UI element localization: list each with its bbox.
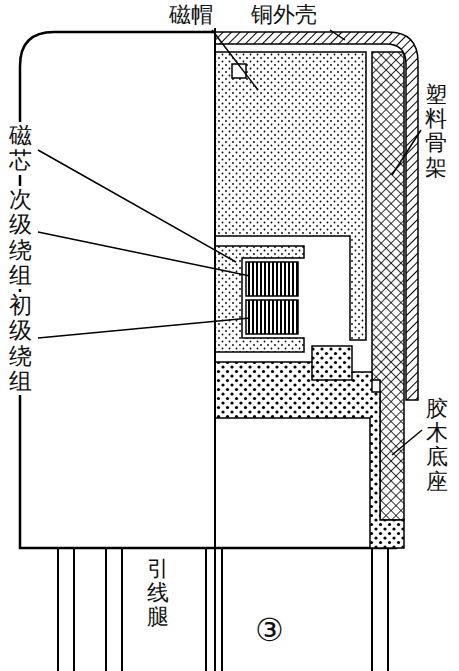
can-front [20, 32, 215, 548]
part-label: 铜外壳 [250, 2, 318, 28]
primary-winding [246, 300, 298, 334]
part-label: 初级绕组 [8, 292, 33, 395]
base-outline [215, 520, 396, 548]
magnetic-core [215, 246, 304, 352]
bakelite-base [215, 346, 404, 548]
part-label: 塑料骨架 [424, 82, 448, 181]
center-line [214, 28, 216, 671]
leader-lines [38, 30, 422, 455]
part-label: 磁帽 [168, 2, 214, 28]
part-label: 磁芯 [8, 122, 33, 175]
secondary-winding [246, 262, 298, 296]
lead-pins [58, 548, 388, 671]
figure-number: ③ [254, 612, 285, 649]
part-label: 胶木底座 [425, 396, 449, 495]
part-label: 次级绕组 [8, 186, 33, 289]
part-label: 引线腿 [146, 556, 170, 631]
copper-shell [215, 32, 418, 400]
